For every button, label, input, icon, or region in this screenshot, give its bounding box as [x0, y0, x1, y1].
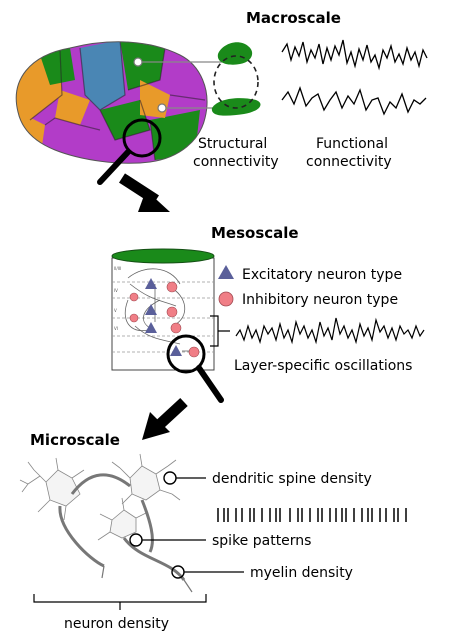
- zoom-arrow-icon-2: [142, 397, 188, 440]
- zoom-arrow-icon-1: [119, 173, 170, 212]
- neuron-density-label: neuron density: [64, 616, 169, 632]
- spike-marker: [129, 533, 143, 547]
- functional-signal-upper: [281, 39, 428, 71]
- functional-label-line1: Functional: [316, 136, 388, 152]
- region-blob-upper: [217, 42, 253, 65]
- microscale-heading: Microscale: [30, 431, 120, 449]
- dendritic-spine-label: dendritic spine density: [212, 471, 372, 487]
- mesoscale-heading: Mesoscale: [211, 224, 299, 242]
- structural-label-line1: Structural: [198, 136, 267, 152]
- oscillation-signal: [235, 317, 425, 345]
- layer-bracket: [210, 315, 230, 347]
- svg-text:VI: VI: [114, 326, 118, 331]
- region-marker-lower: [157, 103, 167, 113]
- excitatory-legend-label: Excitatory neuron type: [242, 267, 402, 283]
- macroscale-heading: Macroscale: [246, 9, 341, 27]
- svg-text:IV: IV: [114, 288, 118, 293]
- myelin-density-label: myelin density: [250, 565, 353, 581]
- spine-marker: [163, 471, 177, 485]
- svg-text:V: V: [114, 308, 117, 313]
- oscillations-label: Layer-specific oscillations: [234, 358, 412, 374]
- functional-label-line2: connectivity: [306, 154, 392, 170]
- spike-raster: [217, 508, 407, 522]
- structural-link-ellipse: [213, 55, 259, 109]
- region-blob-lower: [211, 98, 261, 116]
- brain-cortex-image: [15, 41, 208, 164]
- region-marker-upper: [133, 57, 143, 67]
- inhibitory-legend-label: Inhibitory neuron type: [242, 292, 398, 308]
- axon-tracts: [58, 473, 193, 593]
- structural-label-line2: connectivity: [193, 154, 279, 170]
- magnifier-icon-macro: [97, 118, 162, 185]
- spike-patterns-label: spike patterns: [212, 533, 311, 549]
- svg-text:II/III: II/III: [114, 266, 121, 271]
- neuron-drawing: [19, 453, 181, 541]
- excitatory-triangle-icon: [218, 265, 234, 279]
- functional-signal-lower: [281, 86, 427, 116]
- inhibitory-circle-icon: [218, 291, 234, 307]
- cortical-column: II/III IV V VI: [111, 248, 215, 371]
- neuron-density-bracket: [33, 594, 207, 610]
- magnifier-icon-meso: [166, 334, 224, 403]
